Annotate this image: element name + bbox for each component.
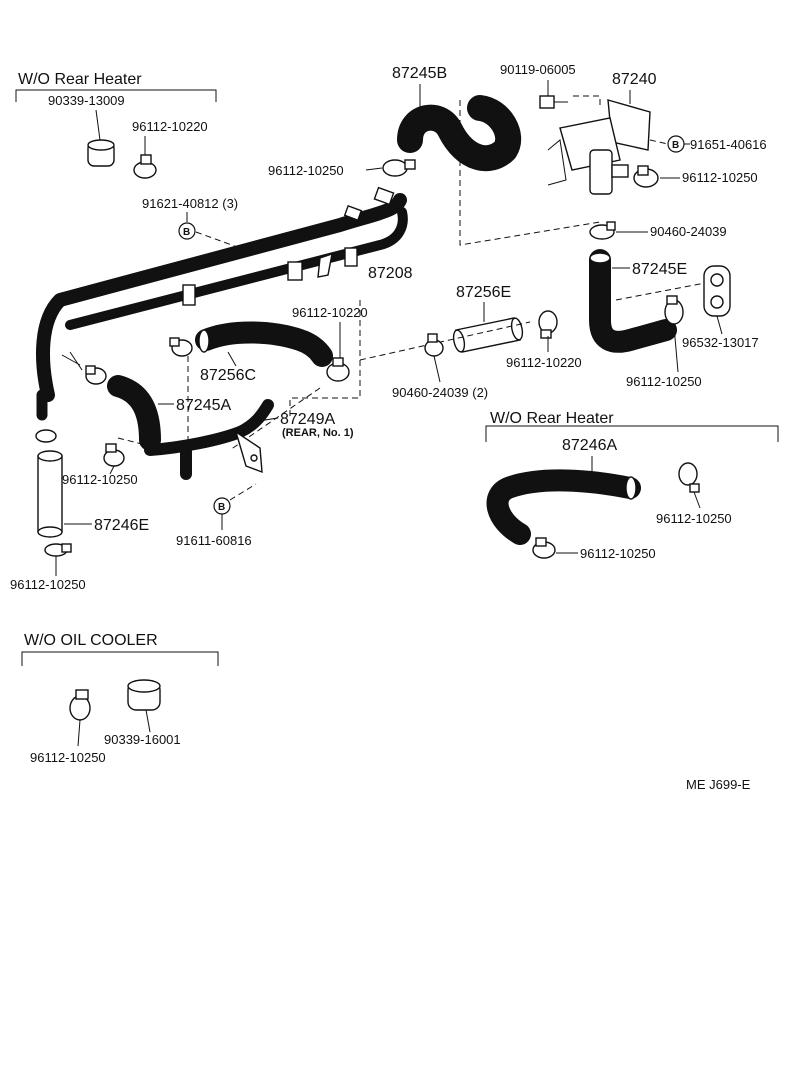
b-letter-3: B	[218, 502, 225, 513]
label-90339-13009: 90339-13009	[48, 93, 125, 108]
dash-87256e	[359, 321, 531, 361]
bolt-part	[539, 95, 568, 109]
hose-clamp-part	[85, 365, 107, 385]
b-letter-1: B	[183, 227, 190, 238]
label-87256c: 87256C	[200, 367, 256, 384]
label-90339-16001: 90339-16001	[104, 732, 181, 747]
label-96112-10250-b: 96112-10250	[682, 170, 758, 185]
dash-87245a	[117, 437, 151, 447]
water-pipe-87249a-part	[144, 399, 274, 480]
leader-96112-10250-e	[693, 491, 701, 509]
label-90460-24039-2: 90460-24039 (2)	[392, 385, 488, 400]
hose-87256e-part	[452, 317, 524, 353]
bolt-b-callout-icon	[178, 222, 196, 240]
plug-cap-part	[87, 139, 115, 167]
label-87240: 87240	[612, 71, 657, 88]
hose-clamp-part	[633, 165, 659, 188]
label-91621-40812: 91621-40812 (3)	[142, 196, 238, 211]
leader-96112-10250-c	[673, 325, 679, 373]
diagram-code: ME J699-E	[686, 777, 751, 792]
group-bracket-wo-oil-cooler	[21, 651, 219, 666]
label-96112-10250-e: 96112-10250	[656, 511, 732, 526]
leader-87256c	[227, 351, 237, 367]
leader-90339-16001	[145, 709, 151, 733]
label-96112-10220-c: 96112-10220	[292, 305, 368, 320]
group-label-wo-oil-cooler: W/O OIL COOLER	[24, 632, 158, 649]
label-87245a: 87245A	[176, 397, 231, 414]
label-96112-10220-a: 96112-10220	[132, 119, 208, 134]
leader-87249a	[251, 417, 279, 423]
hose-clamp-part	[169, 337, 193, 357]
label-87245e: 87245E	[632, 261, 687, 278]
group-bracket-wo-rear-heater-top	[15, 89, 217, 102]
leader-90339-13009	[95, 109, 101, 141]
dash-91621	[195, 231, 241, 249]
hose-clamp-part	[589, 221, 616, 240]
leader-96112-10250-h	[77, 719, 81, 747]
dash-87256c-b	[289, 300, 361, 420]
label-96112-10250-h: 96112-10250	[30, 750, 106, 765]
dash-87245e	[615, 281, 711, 301]
hose-87256c-part	[195, 321, 333, 367]
label-90460-24039: 90460-24039	[650, 224, 727, 239]
hose-87245b-part	[397, 95, 522, 172]
label-87246a: 87246A	[562, 437, 617, 454]
dash-91611	[229, 483, 257, 501]
hose-clamp-part	[424, 333, 444, 357]
group-label-wo-rear-heater-top: W/O Rear Heater	[18, 71, 142, 88]
dash-91651	[649, 139, 669, 145]
label-96112-10250-c: 96112-10250	[626, 374, 702, 389]
hose-clamp-part	[382, 159, 416, 177]
plug-cap-part	[127, 679, 161, 711]
label-96112-10250-a: 96112-10250	[268, 163, 344, 178]
hose-clamp-part	[133, 154, 157, 179]
leader-90460-2	[433, 355, 441, 383]
label-96112-10250-f: 96112-10250	[580, 546, 656, 561]
water-valve-87240-part	[547, 95, 651, 195]
leader-96112-10250-d	[109, 465, 115, 475]
label-96532-13017: 96532-13017	[682, 335, 759, 350]
b-letter-2: B	[672, 140, 679, 151]
label-87245b: 87245B	[392, 65, 447, 82]
grommet-part	[703, 265, 731, 317]
leader-96532	[716, 315, 723, 335]
label-87249a-note: (REAR, No. 1)	[282, 427, 354, 439]
label-90119-06005: 90119-06005	[500, 62, 576, 77]
leader-96112-10250-a	[365, 167, 383, 171]
label-87246e: 87246E	[94, 517, 149, 534]
label-91651-40616: 91651-40616	[690, 137, 767, 152]
label-91611-60816: 91611-60816	[176, 533, 252, 548]
group-bracket-wo-rear-heater-right	[485, 425, 779, 442]
label-96112-10250-g: 96112-10250	[10, 577, 86, 592]
label-87249a: 87249A	[280, 411, 335, 428]
dash-87245b	[459, 100, 601, 246]
hose-clamp-part	[103, 443, 125, 467]
hose-87245e-part	[589, 249, 677, 353]
hose-clamp-part	[326, 357, 350, 382]
hose-clamp-part	[69, 689, 91, 721]
hose-87246e-part	[37, 450, 63, 538]
water-pipe-87208-part	[36, 186, 408, 421]
label-96112-10250-d: 96112-10250	[62, 472, 138, 487]
label-87256e: 87256E	[456, 284, 511, 301]
hose-clamp-part	[664, 295, 684, 325]
hose-clamp-part	[532, 537, 556, 559]
hose-87245a-part	[107, 375, 161, 451]
group-label-wo-rear-heater-right: W/O Rear Heater	[490, 410, 614, 427]
hose-clamp-part	[35, 429, 57, 443]
label-87208: 87208	[368, 265, 413, 282]
label-96112-10220-b: 96112-10220	[506, 355, 582, 370]
hose-87246a-part	[486, 469, 641, 545]
hose-clamp-part	[538, 310, 558, 339]
hose-clamp-part	[678, 462, 700, 493]
hose-clamp-part	[44, 543, 72, 557]
